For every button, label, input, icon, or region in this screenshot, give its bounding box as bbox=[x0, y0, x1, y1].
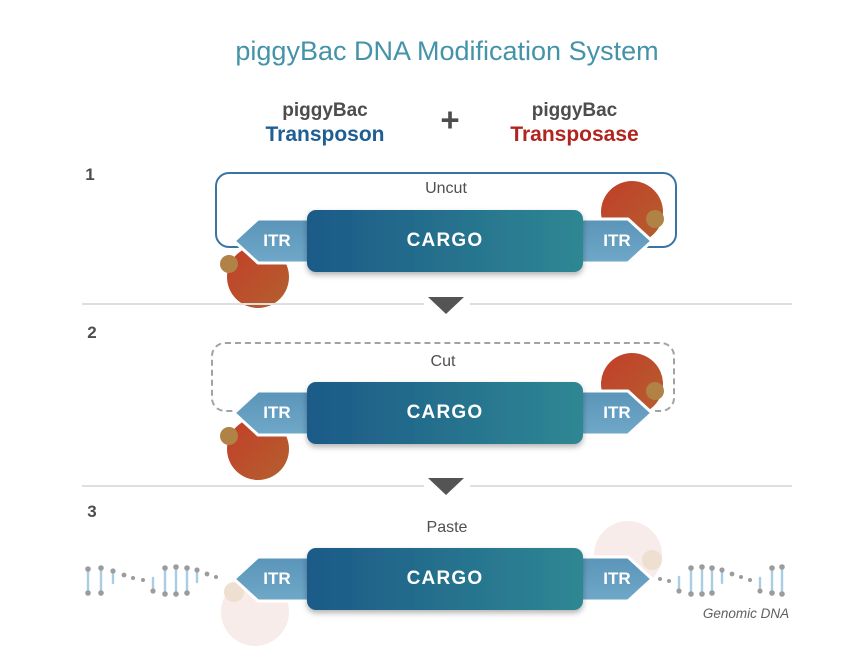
flow-arrow-icon bbox=[428, 478, 464, 495]
transposase-knob-left bbox=[220, 255, 238, 273]
itr-label-right: ITR bbox=[603, 403, 631, 422]
step-2-number: 2 bbox=[87, 323, 97, 342]
flow-divider-1 bbox=[82, 297, 792, 314]
transposase-knob-right bbox=[646, 382, 664, 400]
flow-divider-2 bbox=[82, 478, 792, 495]
step-3-state-label: Paste bbox=[426, 519, 468, 536]
step-1-state-label: Uncut bbox=[425, 180, 467, 197]
faded-knob-right bbox=[642, 550, 662, 570]
cargo-label: CARGO bbox=[406, 230, 484, 251]
transposase-header: piggyBac Transposase bbox=[487, 99, 662, 147]
transposase-header-name: Transposase bbox=[510, 123, 639, 146]
cargo-bar bbox=[307, 210, 583, 272]
page-title: piggyBac DNA Modification System bbox=[235, 36, 659, 66]
step-2-state-label: Cut bbox=[430, 353, 456, 370]
cargo-bar bbox=[307, 548, 583, 610]
cargo-bar bbox=[307, 382, 583, 444]
itr-label-left: ITR bbox=[263, 231, 291, 250]
step-3-construct bbox=[85, 521, 785, 646]
dna-ladder-right bbox=[658, 564, 785, 597]
itr-label-left: ITR bbox=[263, 569, 291, 588]
transposon-header-name: Transposon bbox=[265, 123, 385, 146]
step-1-construct bbox=[220, 181, 664, 308]
step-3-number: 3 bbox=[87, 502, 97, 521]
itr-label-left: ITR bbox=[263, 403, 291, 422]
cargo-label: CARGO bbox=[406, 402, 484, 423]
transposase-knob-right bbox=[646, 210, 664, 228]
transposon-header-brand: piggyBac bbox=[282, 100, 368, 121]
cargo-label: CARGO bbox=[406, 568, 484, 589]
plus-icon: + bbox=[440, 101, 460, 138]
itr-label-right: ITR bbox=[603, 231, 631, 250]
transposon-header: piggyBac Transposon bbox=[240, 99, 410, 147]
dna-ladder-left bbox=[85, 564, 218, 597]
flow-arrow-icon bbox=[428, 297, 464, 314]
genomic-dna-label: Genomic DNA bbox=[702, 606, 790, 621]
step-1-number: 1 bbox=[85, 165, 95, 184]
itr-label-right: ITR bbox=[603, 569, 631, 588]
transposase-knob-left bbox=[220, 427, 238, 445]
faded-knob-left bbox=[224, 582, 244, 602]
step-2-construct bbox=[220, 353, 664, 480]
transposase-header-brand: piggyBac bbox=[531, 100, 618, 121]
